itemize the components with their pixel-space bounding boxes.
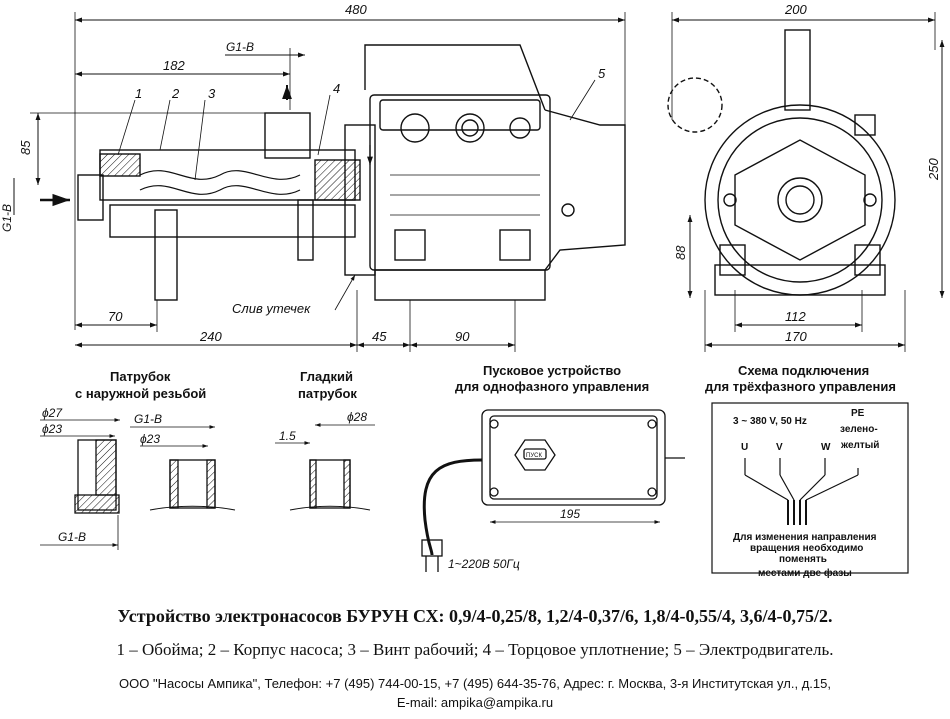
dim-240-label: 240: [199, 329, 222, 344]
wiring-pe-color-2: желтый: [840, 440, 879, 451]
smooth-pipe-title-1: Гладкий: [300, 369, 353, 384]
starter-box-drawing: [421, 409, 685, 572]
callout-3: 3: [208, 86, 216, 101]
smooth-pipe-title-2: патрубок: [298, 386, 357, 401]
wiring-note-2: вращения необходимо: [750, 542, 863, 554]
thread-label-pipe: G1-B: [58, 530, 86, 544]
wiring-supply: 3 ~ 380 V, 50 Hz: [733, 416, 807, 427]
callout-4: 4: [333, 81, 340, 96]
callout-5: 5: [598, 66, 606, 81]
threaded-pipe-drawing: [40, 418, 236, 550]
callout-1: 1: [135, 86, 142, 101]
caption-legend: 1 – Обойма; 2 – Корпус насоса; 3 – Винт …: [116, 640, 834, 659]
dim-d28-label: ϕ28: [347, 410, 367, 424]
dim-wall-label: 1.5: [279, 429, 296, 443]
wiring-pe-color-1: зелено-: [840, 424, 878, 435]
wiring-phase-w: W: [821, 442, 831, 453]
wiring-title-2: для трёхфазного управления: [705, 379, 896, 394]
dim-170-label: 170: [785, 329, 807, 344]
starter-title-2: для однофазного управления: [455, 379, 649, 394]
dim-d23-label-2: ϕ23: [140, 432, 160, 446]
dim-d27-label: ϕ27: [42, 406, 63, 420]
dim-d23-label: ϕ23: [42, 422, 62, 436]
power-supply-label: 1~220В 50Гц: [448, 557, 520, 571]
wiring-phase-v: V: [776, 442, 783, 453]
dim-90-label: 90: [455, 329, 470, 344]
dim-200-label: 200: [784, 2, 807, 17]
threaded-pipe-title-1: Патрубок: [110, 369, 171, 384]
dim-88-label: 88: [673, 245, 688, 260]
wiring-diagram: [711, 402, 909, 574]
threaded-pipe-title-2: с наружной резьбой: [75, 386, 206, 401]
caption-company: ООО "Насосы Ампика", Телефон: +7 (495) 7…: [119, 676, 831, 691]
dim-480-label: 480: [345, 2, 367, 17]
dim-45-label: 45: [372, 329, 387, 344]
dim-195-label: 195: [560, 507, 580, 521]
dim-70-label: 70: [108, 309, 123, 324]
wiring-phase-u: U: [741, 442, 748, 453]
callout-2: 2: [171, 86, 180, 101]
smooth-pipe-drawing: [275, 423, 375, 511]
dim-112-label: 112: [785, 309, 806, 324]
dim-250-label: 250: [926, 158, 941, 181]
side-view: [667, 12, 945, 352]
caption-title: Устройство электронасосов БУРУН СХ: 0,9/…: [117, 606, 833, 626]
wiring-note-3: поменять: [779, 554, 827, 565]
front-view: [13, 12, 626, 352]
wiring-title-1: Схема подключения: [738, 363, 869, 378]
starter-title-1: Пусковое устройство: [483, 363, 621, 378]
dim-182-label: 182: [163, 58, 185, 73]
drain-label: Слив утечек: [232, 301, 311, 316]
wiring-note-4: местами две фазы: [758, 567, 852, 579]
wiring-note-1: Для изменения направления: [733, 532, 877, 543]
thread-label-pipe-2: G1-B: [134, 412, 162, 426]
caption-email: E-mail: ampika@ampika.ru: [396, 695, 554, 710]
thread-label-top: G1-B: [226, 40, 254, 54]
starter-button-label: ПУСК: [526, 453, 542, 459]
dim-85-label: 85: [18, 140, 33, 155]
wiring-pe: PE: [851, 408, 865, 419]
thread-label-left: G1-B: [0, 204, 14, 232]
